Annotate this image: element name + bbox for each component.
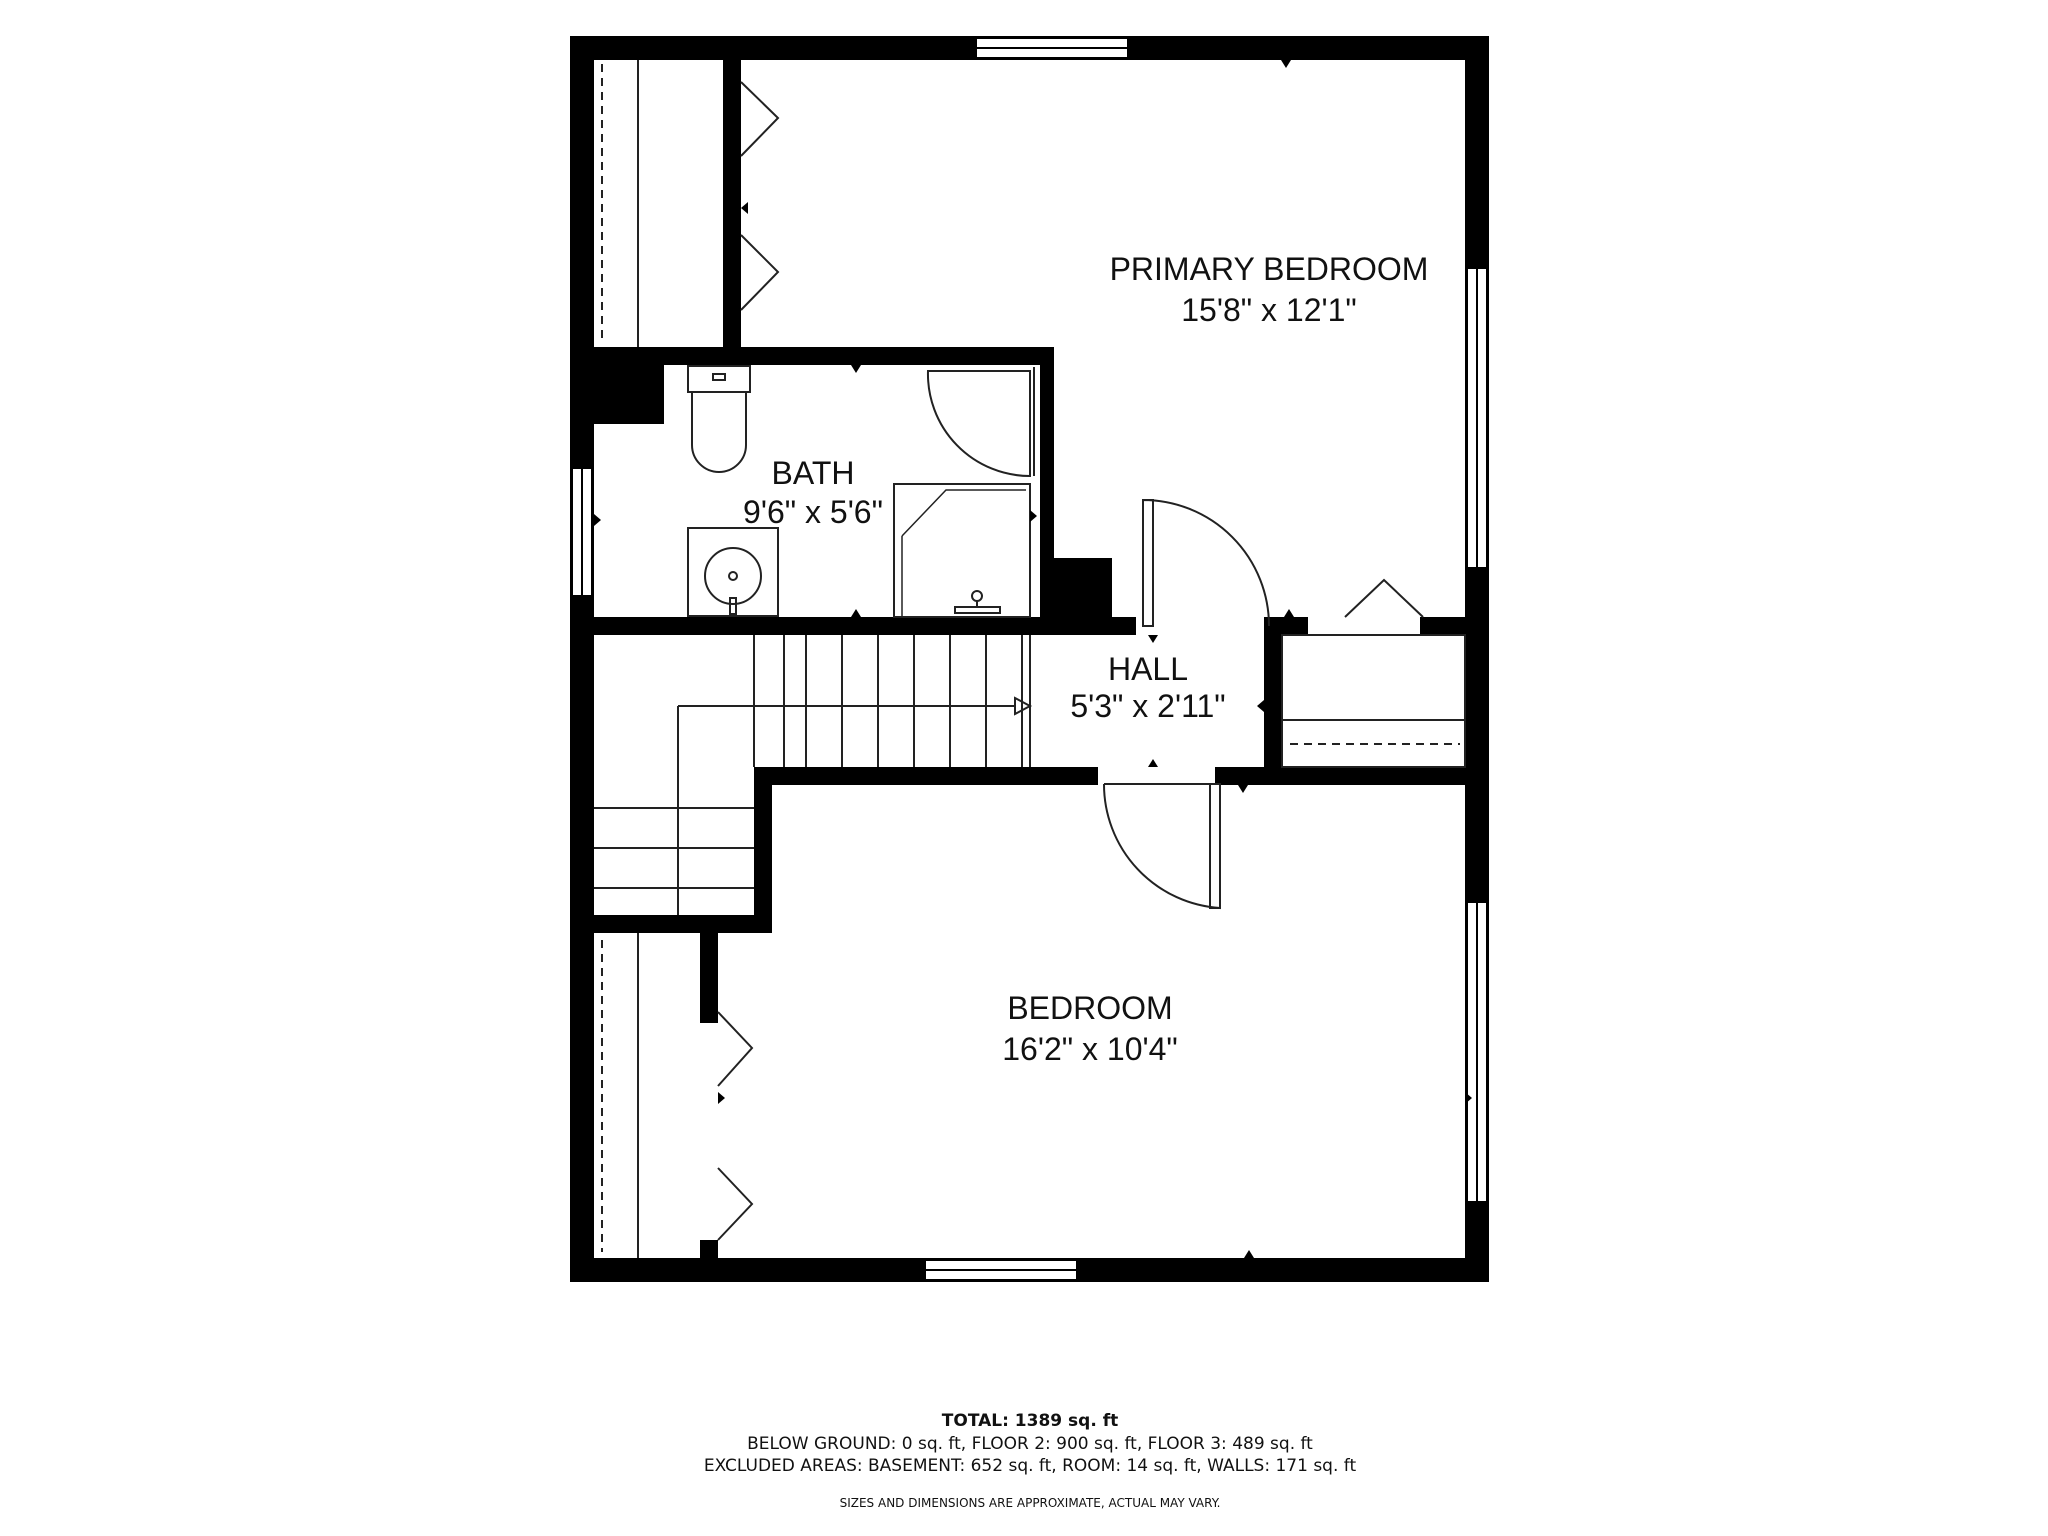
bath-fixtures [687,365,1035,618]
bedroom-name: BEDROOM [1007,990,1172,1026]
hall-closet [1281,578,1466,768]
shower-icon [893,483,1031,618]
footer-total-label: TOTAL: [942,1411,1015,1431]
upper-closet [601,60,780,347]
footer-line-1: BELOW GROUND: 0 sq. ft, FLOOR 2: 900 sq.… [747,1434,1313,1454]
footer-disclaimer: SIZES AND DIMENSIONS ARE APPROXIMATE, AC… [840,1496,1221,1510]
sink-icon [687,527,779,617]
hall-name: HALL [1108,651,1188,687]
bedroom-size: 16'2" x 10'4" [1002,1031,1178,1067]
footer-total-value: 1389 sq. ft [1015,1411,1118,1431]
wall-ticks [594,60,1472,1258]
windows [571,37,1488,1281]
primary-bedroom-name: PRIMARY BEDROOM [1110,251,1429,287]
interior-walls [570,58,1489,1262]
doors [1102,498,1270,910]
staircase [594,635,1033,915]
footer-total: TOTAL: 1389 sq. ft [942,1411,1118,1431]
lower-closet [601,933,754,1258]
stair-arrow-icon [1014,696,1033,716]
bath-size: 9'6" x 5'6" [743,494,883,530]
footer-line-2: EXCLUDED AREAS: BASEMENT: 652 sq. ft, RO… [704,1456,1357,1476]
hall-size: 5'3" x 2'11" [1070,688,1225,724]
primary-bedroom-size: 15'8" x 12'1" [1181,292,1357,328]
bath-name: BATH [772,455,855,491]
